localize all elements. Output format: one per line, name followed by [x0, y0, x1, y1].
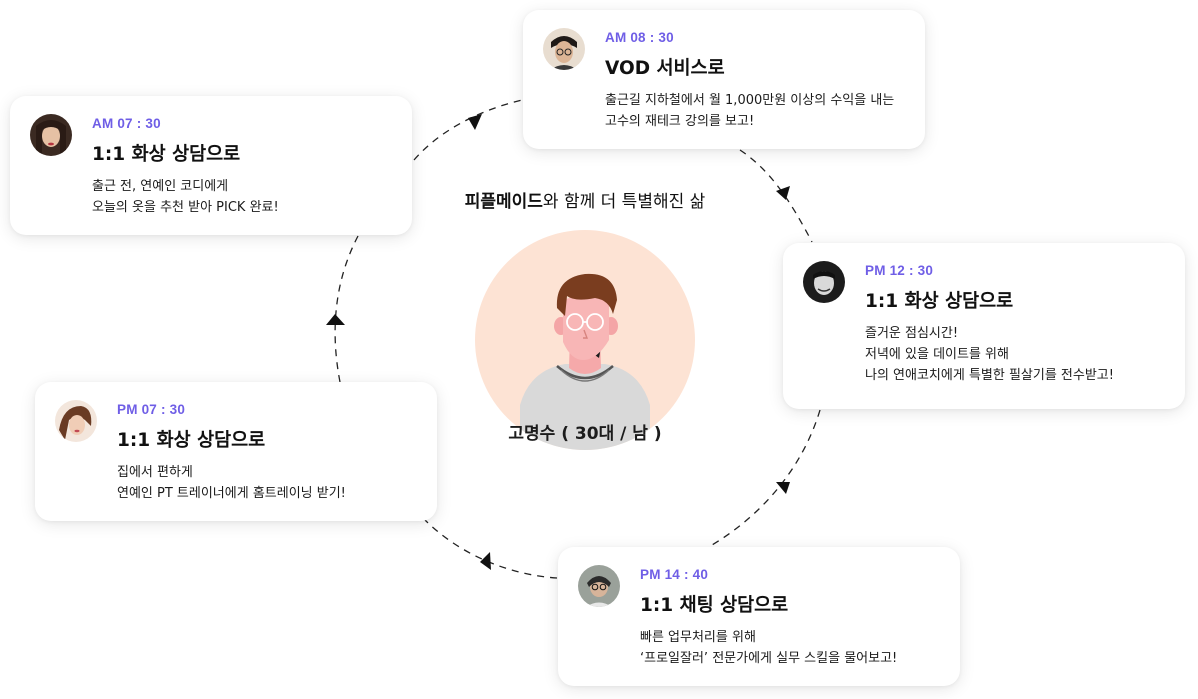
card-description: 출근 전, 연예인 코디에게 오늘의 옷을 추천 받아 PICK 완료! [92, 176, 279, 218]
card-title: 1:1 화상 상담으로 [92, 144, 241, 165]
arrow-right-icon [468, 114, 482, 130]
headline-text: 와 함께 더 특별해진 삶 [542, 192, 706, 212]
time-label: PM 12 : 30 [865, 263, 934, 278]
avatar [578, 565, 620, 607]
time-label: AM 07 : 30 [92, 116, 161, 131]
avatar [55, 400, 97, 442]
avatar [543, 28, 585, 70]
description-line: ‘프로일잘러’ 전문가에게 실무 스킬을 물어보고! [640, 651, 898, 666]
avatar [30, 114, 72, 156]
time-label: PM 07 : 30 [117, 402, 186, 417]
card-description: 집에서 편하게 연예인 PT 트레이너에게 홈트레이닝 받기! [117, 462, 346, 504]
description-line: 저녁에 있을 데이트를 위해 [865, 347, 1009, 362]
card-title: 1:1 화상 상담으로 [117, 430, 266, 451]
arrow-up-icon [326, 314, 345, 325]
time-label: AM 08 : 30 [605, 30, 674, 45]
schedule-card-am0730: AM 07 : 30 1:1 화상 상담으로 출근 전, 연예인 코디에게 오늘… [10, 96, 412, 235]
avatar [803, 261, 845, 303]
headline: 피플메이드와 함께 더 특별해진 삶 [0, 187, 1170, 212]
card-description: 빠른 업무처리를 위해 ‘프로일잘러’ 전문가에게 실무 스킬을 물어보고! [640, 627, 897, 669]
description-line: 연예인 PT 트레이너에게 홈트레이닝 받기! [117, 486, 346, 501]
card-title: 1:1 화상 상담으로 [865, 291, 1014, 312]
card-description: 출근길 지하철에서 월 1,000만원 이상의 수익을 내는 고수의 재테크 강… [605, 90, 894, 132]
person-illustration [475, 230, 695, 450]
card-title: VOD 서비스로 [605, 58, 725, 79]
schedule-card-pm1440: PM 14 : 40 1:1 채팅 상담으로 빠른 업무처리를 위해 ‘프로일잘… [558, 547, 960, 686]
card-title: 1:1 채팅 상담으로 [640, 595, 789, 616]
description-line: 집에서 편하게 [117, 465, 193, 480]
time-label: PM 14 : 40 [640, 567, 709, 582]
schedule-card-pm1230: PM 12 : 30 1:1 화상 상담으로 즐거운 점심시간! 저녁에 있을 … [783, 243, 1185, 409]
description-line: 고수의 재테크 강의를 보고! [605, 114, 755, 129]
description-line: 출근 전, 연예인 코디에게 [92, 179, 229, 194]
arrow-left-icon [480, 552, 491, 570]
description-line: 오늘의 옷을 추천 받아 PICK 완료! [92, 200, 279, 215]
description-line: 빠른 업무처리를 위해 [640, 630, 756, 645]
arrow-down-icon [776, 186, 790, 200]
description-line: 나의 연애코치에게 특별한 필살기를 전수받고! [865, 368, 1114, 383]
headline-brand: 피플메이드 [464, 192, 543, 212]
card-description: 즐거운 점심시간! 저녁에 있을 데이트를 위해 나의 연애코치에게 특별한 필… [865, 323, 1114, 386]
arrow-down-icon [776, 482, 790, 494]
schedule-card-pm0730: PM 07 : 30 1:1 화상 상담으로 집에서 편하게 연예인 PT 트레… [35, 382, 437, 521]
description-line: 즐거운 점심시간! [865, 326, 959, 341]
description-line: 출근길 지하철에서 월 1,000만원 이상의 수익을 내는 [605, 93, 895, 108]
person-name: 고명수 ( 30대 / 남 ) [508, 424, 662, 444]
schedule-card-am0830: AM 08 : 30 VOD 서비스로 출근길 지하철에서 월 1,000만원 … [523, 10, 925, 149]
